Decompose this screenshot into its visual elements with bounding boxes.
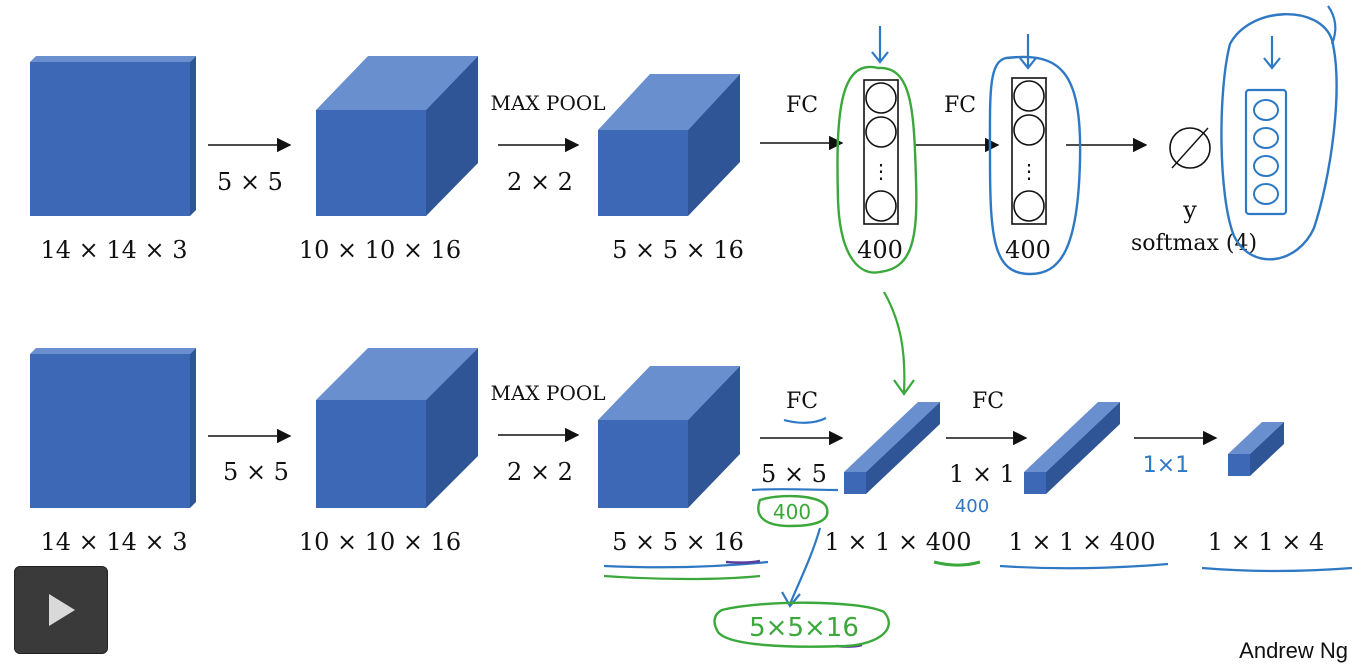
top-pool-dims: 5 × 5 × 16	[612, 236, 744, 264]
neuron-circle	[1013, 80, 1045, 112]
top-fc2-blue-outline	[988, 34, 1082, 276]
top-fc2-neuron-column: ⋮	[1011, 77, 1047, 225]
video-play-button[interactable]	[14, 566, 108, 654]
bottom-fc1-conv-volume	[844, 402, 940, 494]
neuron-ellipsis: ⋮	[871, 159, 891, 183]
annotation-1x1: 1×1	[1143, 453, 1189, 478]
author-credit: Andrew Ng	[1239, 638, 1348, 663]
bottom-input-volume	[30, 348, 196, 508]
neuron-circle	[1013, 114, 1045, 146]
annotation-400-small: 400	[955, 496, 989, 517]
bottom-conv-dims: 10 × 10 × 16	[299, 528, 461, 556]
annotation-filter-shape-circled: 5×5×16	[713, 601, 890, 648]
top-fc2-units: 400	[1005, 236, 1051, 264]
bottom-output-dims: 1 × 1 × 4	[1208, 528, 1325, 556]
top-y-output-icon	[1169, 127, 1211, 169]
bottom-pool-dims: 5 × 5 × 16	[612, 528, 744, 556]
top-fc1-green-outline	[836, 65, 918, 274]
top-fc1-neuron-column: ⋮	[863, 79, 899, 225]
bottom-fc1-filter-label: 5 × 5	[761, 460, 827, 488]
bottom-pool-volume	[598, 366, 740, 508]
green-mapping-arrow	[883, 291, 915, 396]
bottom-output-volume	[1228, 422, 1284, 476]
bottom-fc2-filter-label: 1 × 1	[949, 460, 1015, 488]
bottom-fc-underline	[603, 417, 1353, 573]
top-input-dims: 14 × 14 × 3	[40, 236, 187, 264]
bottom-conv-filter-label: 5 × 5	[223, 458, 289, 486]
bottom-fc1-dims: 1 × 1 × 400	[824, 528, 971, 556]
top-conv-filter-label: 5 × 5	[217, 168, 283, 196]
neuron-circle	[865, 190, 897, 222]
bottom-pool-size-label: 2 × 2	[507, 458, 573, 486]
neuron-circle	[865, 82, 897, 114]
play-icon	[49, 594, 75, 626]
bottom-fc2-dims: 1 × 1 × 400	[1008, 528, 1155, 556]
bottom-conv-volume	[316, 348, 478, 508]
top-fc1-units: 400	[857, 236, 903, 264]
bottom-green-underlines	[603, 560, 981, 581]
neuron-circle	[1013, 190, 1045, 222]
top-fc1-label: FC	[786, 93, 818, 118]
top-pool-volume	[598, 74, 740, 216]
top-input-volume	[30, 56, 196, 216]
top-maxpool-label: MAX POOL	[490, 91, 605, 115]
neuron-ellipsis: ⋮	[1019, 159, 1039, 183]
bottom-fc1-label: FC	[786, 389, 818, 414]
top-y-label: y	[1182, 196, 1197, 224]
top-fc2-label: FC	[944, 93, 976, 118]
top-conv-volume	[316, 56, 478, 216]
annotation-filter-shape-text: 5×5×16	[749, 613, 859, 643]
neuron-circle	[865, 116, 897, 148]
bottom-fc2-conv-volume	[1024, 402, 1120, 494]
annotation-400-text: 400	[773, 500, 811, 524]
annotation-400-circled: 400	[757, 494, 829, 528]
top-pool-size-label: 2 × 2	[507, 168, 573, 196]
top-conv-dims: 10 × 10 × 16	[299, 236, 461, 264]
top-fc1-blue-pointer	[871, 26, 889, 64]
top-softmax-blue-outline	[1220, 5, 1338, 261]
bottom-maxpool-label: MAX POOL	[490, 381, 605, 405]
bottom-fc2-label: FC	[972, 389, 1004, 414]
annotation-filter-arrow	[781, 527, 822, 608]
bottom-input-dims: 14 × 14 × 3	[40, 528, 187, 556]
top-softmax-label: softmax (4)	[1131, 231, 1257, 256]
